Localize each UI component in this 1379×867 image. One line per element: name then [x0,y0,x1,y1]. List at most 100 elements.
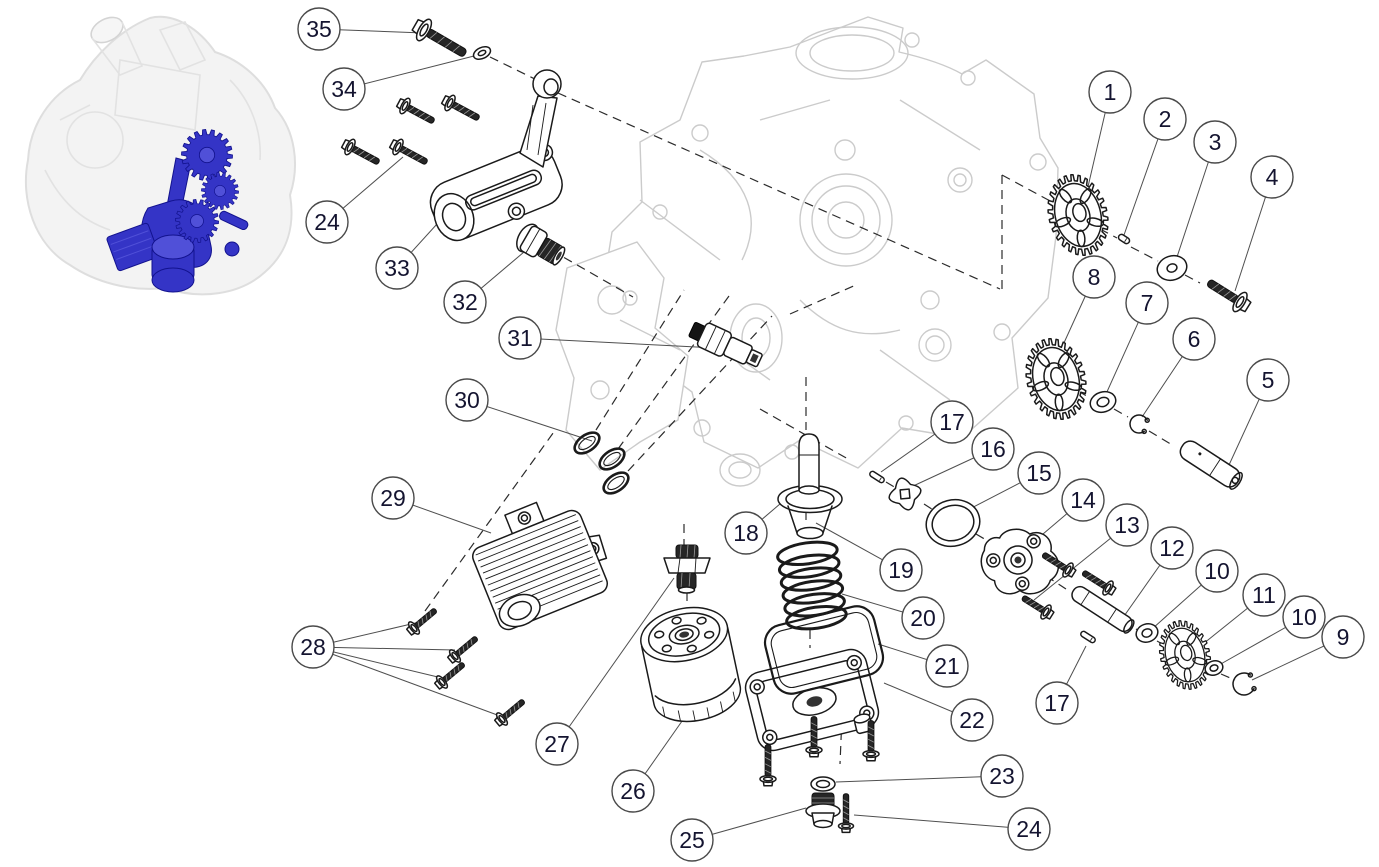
callout-12[interactable]: 12 [1150,526,1194,570]
part-bolt [440,94,480,121]
callout-number: 31 [507,325,533,351]
callout-25[interactable]: 25 [670,818,714,862]
callout-13[interactable]: 13 [1105,503,1149,547]
part-bolt [411,18,467,57]
part-washer [1156,254,1188,282]
callout-7[interactable]: 7 [1125,281,1169,325]
callout-26[interactable]: 26 [611,769,655,813]
part-washer [472,45,492,61]
part-washer [1204,660,1224,676]
callout-3[interactable]: 3 [1193,120,1237,164]
part-bolt [1021,595,1055,620]
part-relief-piston [798,433,820,495]
callout-16[interactable]: 16 [971,427,1015,471]
axis-line [789,283,859,315]
callout-number: 22 [959,707,985,733]
leader-line [312,646,443,679]
callout-number: 34 [331,76,357,102]
callout-31[interactable]: 31 [498,316,542,360]
callout-27[interactable]: 27 [535,722,579,766]
callout-18[interactable]: 18 [724,511,768,555]
part-inner-rotor [888,477,922,511]
callout-24[interactable]: 24 [1007,807,1051,851]
part-bolt [862,720,880,762]
callout-23[interactable]: 23 [980,754,1024,798]
part-oil-jet-fitting [516,223,566,266]
callout-number: 10 [1291,604,1317,630]
part-bolt [405,608,437,636]
callout-10[interactable]: 10 [1195,549,1239,593]
part-bolt [395,97,435,124]
part-bolt [446,636,478,664]
callout-17[interactable]: 17 [930,400,974,444]
part-gear [1025,337,1087,421]
part-bolt [1041,552,1077,578]
part-bolt [388,138,428,165]
part-oil-filter [640,606,742,723]
callout-2[interactable]: 2 [1143,97,1187,141]
part-bolt [759,744,777,787]
callout-number: 7 [1141,290,1154,316]
callout-32[interactable]: 32 [443,280,487,324]
callout-6[interactable]: 6 [1172,317,1216,361]
highlighted-gear [175,198,219,244]
axis-line [1184,274,1201,284]
callout-number: 29 [380,485,406,511]
callout-1[interactable]: 1 [1088,70,1132,114]
callout-30[interactable]: 30 [445,378,489,422]
leader-line [835,775,1003,783]
callout-29[interactable]: 29 [371,476,415,520]
part-washer [1135,623,1159,643]
callout-34[interactable]: 34 [322,67,366,111]
axis-line [1001,174,1053,203]
axis-line [595,289,685,431]
callout-number: 15 [1026,460,1052,486]
part-gear [1047,173,1109,257]
callout-number: 11 [1252,582,1276,608]
callout-14[interactable]: 14 [1061,478,1105,522]
callout-5[interactable]: 5 [1246,358,1290,402]
callout-number: 21 [934,653,960,679]
callout-35[interactable]: 35 [297,7,341,51]
axis-line [1220,673,1236,681]
axis-line [617,295,730,450]
callout-9[interactable]: 9 [1321,615,1365,659]
axis-line [923,503,939,514]
part-filter-union [663,544,711,594]
callout-4[interactable]: 4 [1250,155,1294,199]
callout-number: 33 [384,255,410,281]
axis-line [1130,246,1159,262]
part-idler-shaft [1071,585,1135,634]
part-bolt [493,699,525,727]
callout-24[interactable]: 24 [305,200,349,244]
callout-11[interactable]: 11 [1242,573,1286,617]
part-circlip [1129,414,1150,435]
callout-22[interactable]: 22 [950,698,994,742]
part-circlip [1232,672,1257,696]
callout-number: 8 [1088,264,1101,290]
part-bolt [837,793,855,834]
part-drain-plug [805,792,841,829]
part-washer [810,776,836,792]
callout-28[interactable]: 28 [291,625,335,669]
part-oil-pressure-switch [688,322,763,368]
callout-21[interactable]: 21 [925,644,969,688]
axis-line [627,315,773,472]
callout-19[interactable]: 19 [879,548,923,592]
axis-line [1148,430,1175,447]
callout-33[interactable]: 33 [375,246,419,290]
part-dowel-pin [869,470,885,484]
callout-15[interactable]: 15 [1017,451,1061,495]
assembly-axes [424,56,1236,765]
part-valve-seat [777,484,843,540]
callout-17[interactable]: 17 [1035,681,1079,725]
callout-number: 13 [1114,512,1140,538]
callout-number: 25 [679,827,705,853]
part-o-rings [573,431,630,495]
callout-8[interactable]: 8 [1072,255,1116,299]
callout-20[interactable]: 20 [901,596,945,640]
part-bolt [340,138,380,165]
callout-10[interactable]: 10 [1282,595,1326,639]
axis-line [550,249,634,298]
part-washer [1089,390,1117,414]
